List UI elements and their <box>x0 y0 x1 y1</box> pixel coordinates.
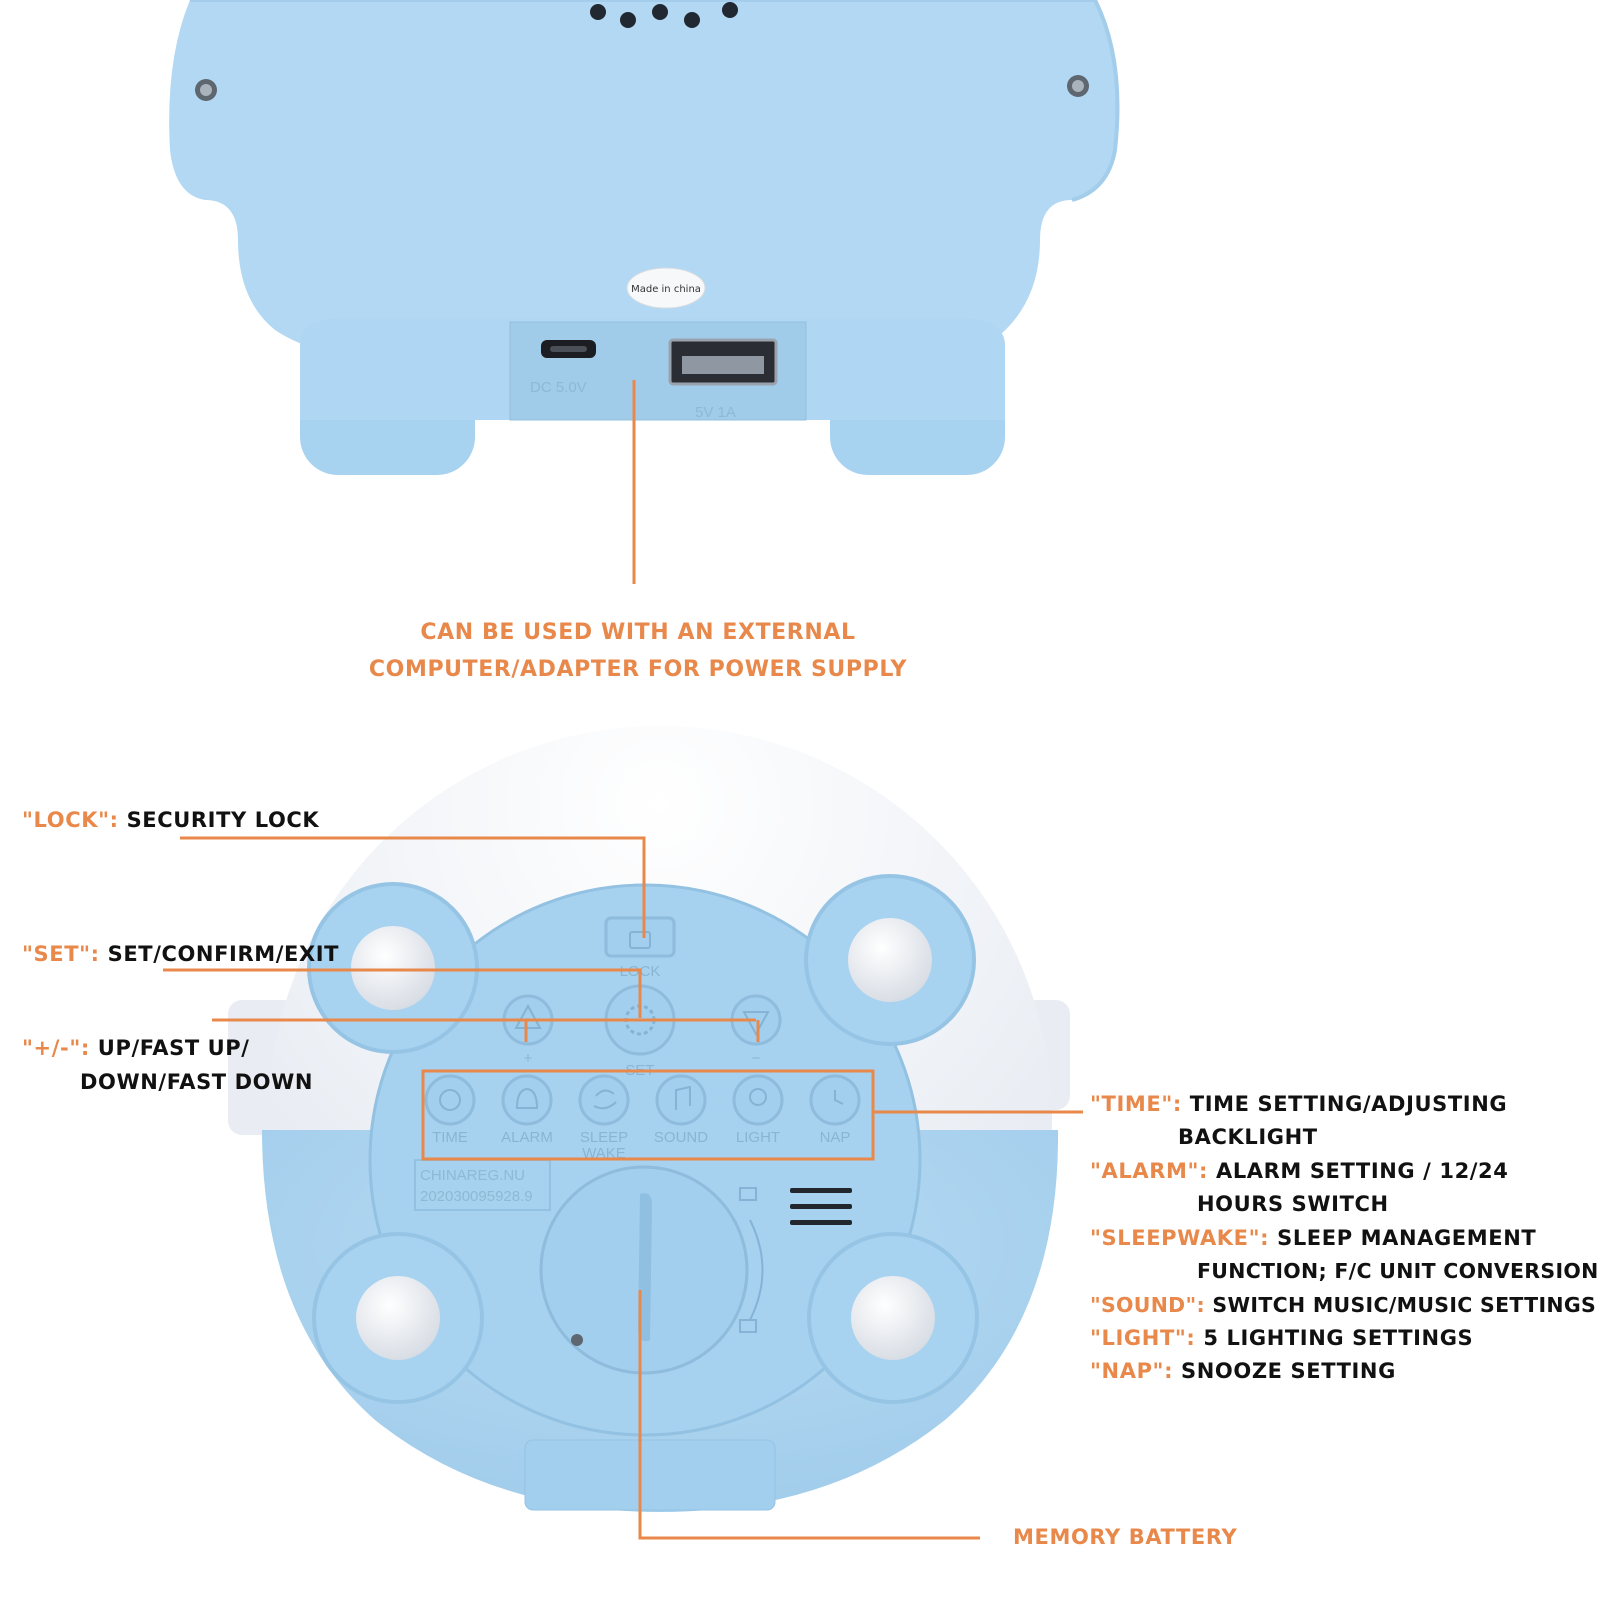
button-label-time: TIME <box>432 1129 468 1146</box>
function-button-light <box>732 1074 784 1126</box>
label-alarm-text-2: HOURS SWITCH <box>1197 1192 1389 1216</box>
set-leader-line <box>163 968 642 1018</box>
label-time-text-2: BACKLIGHT <box>1178 1125 1318 1149</box>
screw-left <box>195 79 217 101</box>
label-memory-battery: MEMORY BATTERY <box>1013 1525 1238 1549</box>
battery-slot <box>524 1439 776 1511</box>
leader-lines <box>163 836 1083 1540</box>
speaker-holes <box>590 2 738 28</box>
function-button-time <box>424 1074 476 1126</box>
label-nap-key: "NAP": <box>1090 1359 1174 1383</box>
label-alarm: "ALARM": ALARM SETTING / 12/24 <box>1090 1159 1508 1183</box>
label-sleepwake-key: "SLEEPWAKE": <box>1090 1226 1270 1250</box>
label-nap-text: SNOOZE SETTING <box>1181 1359 1396 1383</box>
label-set: "SET": SET/CONFIRM/EXIT <box>22 942 339 966</box>
button-label-alarm: ALARM <box>501 1129 553 1146</box>
label-light: "LIGHT": 5 LIGHTING SETTINGS <box>1090 1326 1473 1350</box>
sticker-text: Made in china <box>631 284 701 295</box>
label-lock-text: SECURITY LOCK <box>126 808 320 832</box>
label-sleepwake: "SLEEPWAKE": SLEEP MANAGEMENT <box>1090 1226 1536 1250</box>
label-plus-minus-text: UP/FAST UP/ <box>97 1036 250 1060</box>
screw-right <box>1067 75 1089 97</box>
label-lock: "LOCK": SECURITY LOCK <box>22 808 319 832</box>
registration-line-2: 202030095928.9 <box>420 1188 533 1205</box>
label-time: "TIME": TIME SETTING/ADJUSTING <box>1090 1092 1507 1116</box>
label-light-text: 5 LIGHTING SETTINGS <box>1203 1326 1474 1350</box>
power-caption-line-1: CAN BE USED WITH AN EXTERNAL <box>420 620 856 645</box>
label-plus-minus-text-2: DOWN/FAST DOWN <box>80 1070 314 1094</box>
label-time-key: "TIME": <box>1090 1092 1182 1116</box>
function-button-sound <box>655 1074 707 1126</box>
label-sleepwake-text: SLEEP MANAGEMENT <box>1277 1226 1537 1250</box>
label-alarm-key: "ALARM": <box>1090 1159 1209 1183</box>
foot-top-right <box>804 874 976 1046</box>
label-sound-text: SWITCH MUSIC/MUSIC SETTINGS <box>1212 1293 1597 1317</box>
device-back-view: Made in china DC 5.0V 5V 1A <box>169 0 1120 475</box>
device-bottom-view: LOCK + SET − TIME ALARM SLEEP WAKE SOUND… <box>228 726 1070 1512</box>
dc-port-label: DC 5.0V <box>530 379 587 396</box>
function-buttons-highlight <box>421 1069 875 1161</box>
button-label-light: LIGHT <box>736 1129 780 1146</box>
registration-line-1: CHINAREG.NU <box>420 1167 525 1184</box>
label-plus-minus: "+/-": UP/FAST UP/ <box>22 1036 250 1060</box>
label-light-key: "LIGHT": <box>1090 1326 1196 1350</box>
label-nap: "NAP": SNOOZE SETTING <box>1090 1359 1396 1383</box>
label-time-text: TIME SETTING/ADJUSTING <box>1189 1092 1508 1116</box>
foot-bottom-left <box>312 1232 484 1404</box>
label-alarm-text: ALARM SETTING / 12/24 <box>1215 1159 1509 1183</box>
function-button-nap <box>809 1074 861 1126</box>
lock-switch <box>604 916 676 958</box>
label-plus-minus-key: "+/-": <box>22 1036 90 1060</box>
function-button-alarm <box>501 1074 553 1126</box>
label-sound: "SOUND": SWITCH MUSIC/MUSIC SETTINGS <box>1090 1293 1596 1317</box>
label-set-text: SET/CONFIRM/EXIT <box>107 942 340 966</box>
usb-port-label: 5V 1A <box>695 404 736 421</box>
plus-symbol: + <box>524 1050 533 1067</box>
lock-leader-line <box>180 836 646 938</box>
device-back-body <box>169 0 1118 360</box>
button-label-sleep: SLEEP <box>580 1129 628 1146</box>
battery-leader-line <box>638 1290 980 1540</box>
minus-symbol: − <box>752 1050 761 1067</box>
label-sleepwake-text-2: FUNCTION; F/C UNIT CONVERSION <box>1197 1259 1599 1283</box>
button-label-sound: SOUND <box>654 1129 708 1146</box>
button-label-nap: NAP <box>820 1129 851 1146</box>
label-sound-key: "SOUND": <box>1090 1293 1205 1317</box>
made-in-china-sticker <box>626 267 706 309</box>
power-caption-line-2: COMPUTER/ADAPTER FOR POWER SUPPLY <box>368 657 908 682</box>
foot-top-left <box>307 882 479 1054</box>
function-button-sleepwake <box>578 1074 630 1126</box>
label-set-key: "SET": <box>22 942 100 966</box>
vent-slots <box>790 1188 852 1225</box>
label-lock-key: "LOCK": <box>22 808 119 832</box>
foot-bottom-right <box>807 1232 979 1404</box>
